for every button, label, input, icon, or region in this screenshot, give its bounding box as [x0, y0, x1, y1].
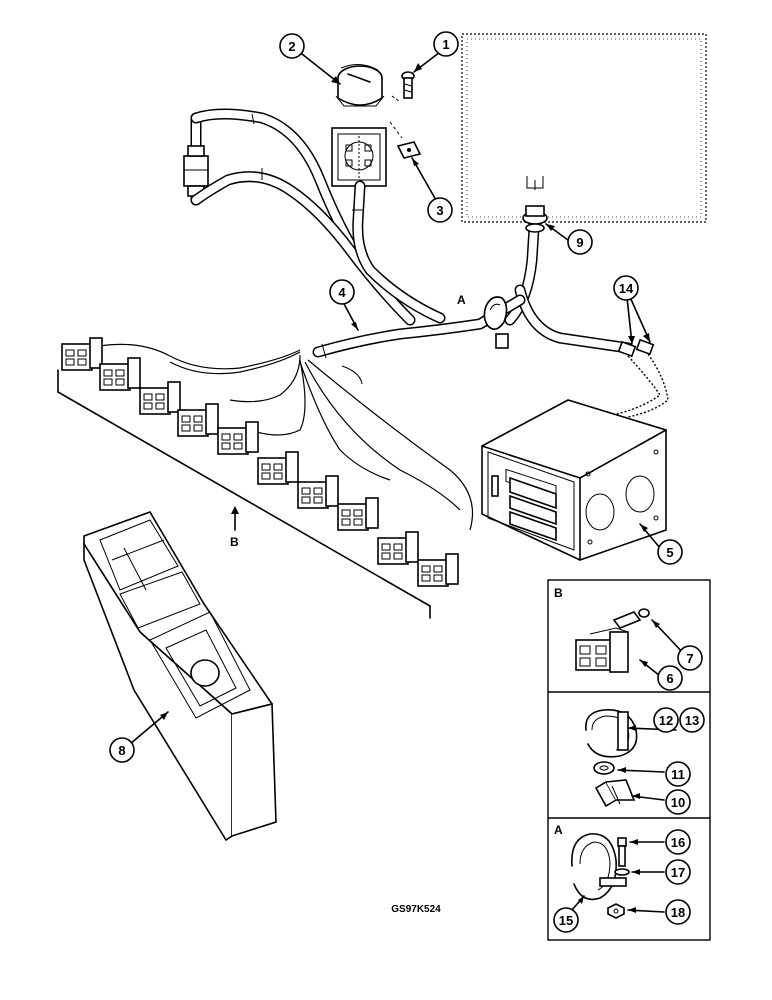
heater-lead-terminals [514, 284, 669, 421]
callout-5: 5 [657, 539, 683, 565]
svg-text:14: 14 [619, 281, 634, 296]
inset-a-washer [614, 868, 630, 876]
inset-a-clamp [571, 833, 627, 901]
callout-9: 9 [567, 229, 593, 255]
svg-text:2: 2 [288, 39, 295, 54]
connector-plug-10 [417, 553, 459, 587]
svg-text:1: 1 [442, 37, 449, 52]
inset-nut [593, 761, 615, 775]
inset-a-bolt [617, 837, 627, 867]
view-label-a-main: A [457, 293, 466, 307]
callout-6: 6 [657, 665, 683, 691]
wire-routing [190, 108, 446, 326]
inset-b-connector [575, 627, 629, 673]
svg-text:3: 3 [436, 203, 443, 218]
callout-13: 13 [679, 707, 705, 733]
callout-3: 3 [427, 197, 453, 223]
screw [401, 71, 415, 99]
svg-text:17: 17 [671, 865, 685, 880]
callout-8: 8 [109, 737, 135, 763]
callout-2: 2 [279, 33, 305, 59]
inset-b-terminal [612, 608, 650, 629]
callout-17: 17 [665, 859, 691, 885]
detail-inset-frame [547, 579, 711, 941]
svg-text:10: 10 [671, 795, 685, 810]
svg-text:8: 8 [118, 743, 125, 758]
svg-text:15: 15 [559, 913, 573, 928]
callout-15: 15 [553, 907, 579, 933]
callout-16: 16 [665, 829, 691, 855]
callout-11: 11 [665, 761, 691, 787]
callout-1: 1 [433, 31, 459, 57]
cab-panel-outline [461, 33, 707, 223]
callout-4: 4 [329, 279, 355, 305]
connector-plug-3 [139, 381, 181, 415]
main-harness-trunk [312, 294, 526, 385]
svg-text:11: 11 [671, 767, 685, 782]
connector-plug-6 [257, 451, 299, 485]
callout-7: 7 [677, 645, 703, 671]
callout-10: 10 [665, 789, 691, 815]
inset-a-nut [607, 903, 625, 919]
connector-plug-2 [99, 357, 141, 391]
svg-text:5: 5 [666, 545, 673, 560]
callout-leaders [129, 51, 687, 913]
connector-plug-7 [297, 475, 339, 509]
connector-plug-8 [337, 497, 379, 531]
switch-body-terminals [331, 127, 387, 187]
spring-clip [389, 121, 422, 159]
connector-plug-4 [177, 403, 219, 437]
svg-text:18: 18 [671, 905, 685, 920]
connector-plug-5 [217, 421, 259, 455]
control-console [83, 511, 277, 842]
connector-bank [57, 343, 474, 619]
connector-plug-9 [377, 531, 419, 565]
svg-text:9: 9 [576, 235, 583, 250]
inline-fuse-holder [183, 112, 209, 206]
callout-12: 12 [653, 707, 679, 733]
inset-spring-clip [594, 779, 636, 808]
callout-14: 14 [613, 275, 639, 301]
view-label-b-inset: B [554, 586, 563, 600]
svg-text:16: 16 [671, 835, 685, 850]
harness-clamp-a [483, 296, 509, 349]
svg-text:12: 12 [659, 713, 673, 728]
svg-text:13: 13 [685, 713, 699, 728]
inset-p-clamp [585, 709, 638, 758]
callout-18: 18 [665, 899, 691, 925]
view-label-a-inset: A [554, 823, 563, 837]
rotary-switch-knob [335, 64, 385, 107]
heater-unit [481, 399, 667, 561]
view-label-b-main: B [230, 535, 239, 549]
svg-text:4: 4 [338, 285, 346, 300]
connector-plug-1 [61, 337, 103, 371]
svg-text:6: 6 [666, 671, 673, 686]
svg-text:7: 7 [686, 651, 693, 666]
drawing-code: GS97K524 [391, 904, 441, 915]
